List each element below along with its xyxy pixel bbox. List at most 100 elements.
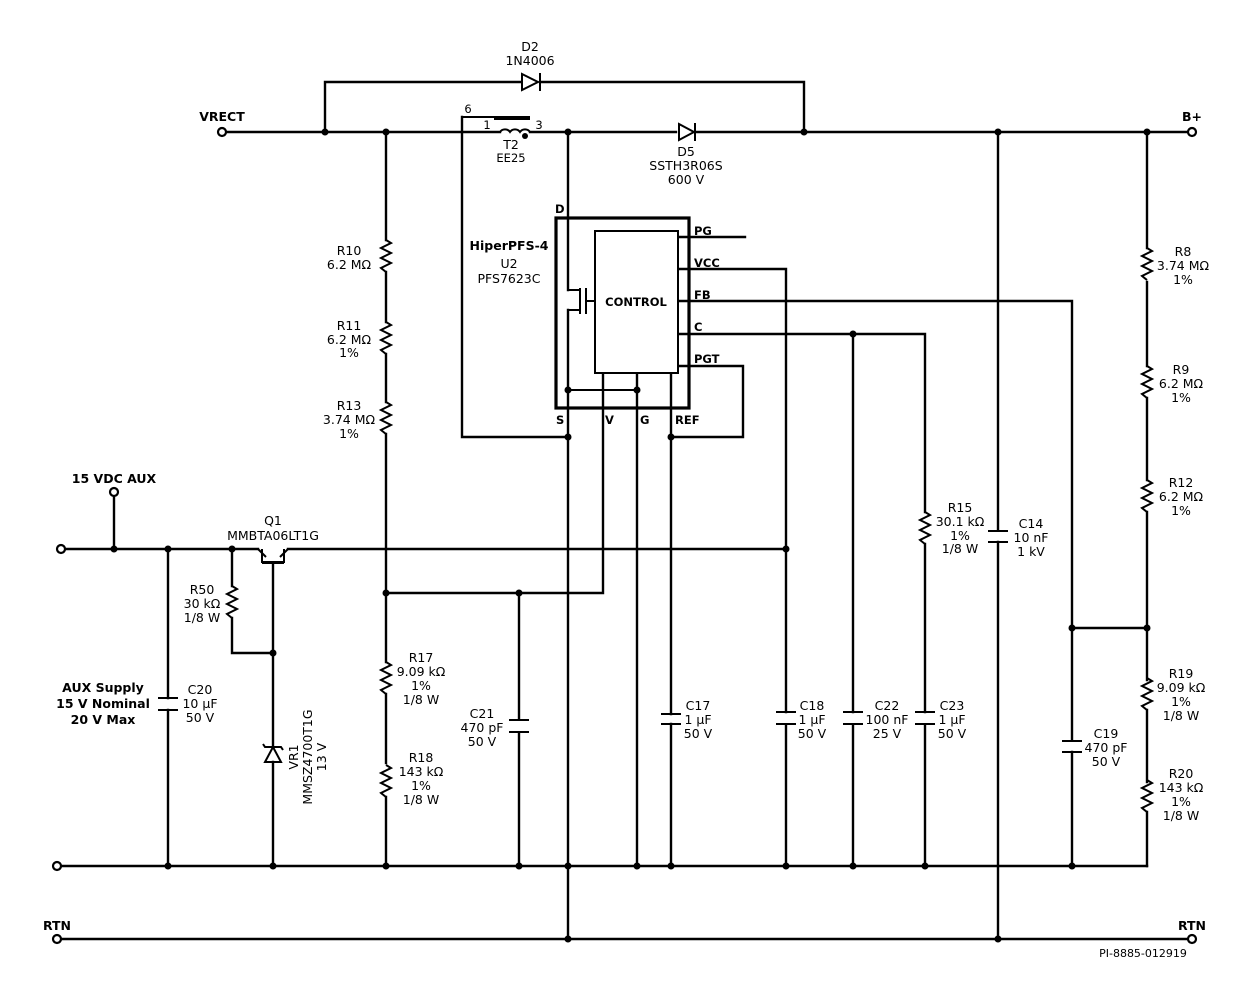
u2-pin-c: C [694, 320, 702, 334]
c21-ref: C21 [470, 706, 495, 721]
r17-ref: R17 [409, 650, 434, 665]
r50-ref: R50 [190, 582, 215, 597]
c21-rating: 50 V [468, 734, 497, 749]
r15-value: 30.1 kΩ [936, 514, 985, 529]
r17-tol: 1% [411, 678, 431, 693]
r8-value: 3.74 MΩ [1157, 258, 1210, 273]
r13-tol: 1% [339, 426, 359, 441]
u2-part: PFS7623C [478, 271, 541, 286]
r10-ref: R10 [337, 243, 362, 258]
u2-pin-d: D [555, 202, 565, 216]
u2-pin-ref: REF [675, 413, 700, 427]
q1-part: MMBTA06LT1G [227, 528, 319, 543]
d5-rating: 600 V [668, 172, 705, 187]
u2-pin-pg: PG [694, 224, 712, 238]
c14-rating: 1 kV [1017, 544, 1045, 559]
c23-ref: C23 [940, 698, 965, 713]
rtn-right-terminal [1186, 933, 1198, 945]
r9-tol: 1% [1171, 390, 1191, 405]
c17-rating: 50 V [684, 726, 713, 741]
r15-power: 1/8 W [942, 541, 978, 556]
r50-value: 30 kΩ [184, 596, 221, 611]
d5-value: SSTH3R06S [649, 158, 722, 173]
c22-rating: 25 V [873, 726, 902, 741]
junction-dots [110, 128, 1151, 943]
inductor-t2 [462, 116, 531, 139]
r8-ref: R8 [1175, 244, 1192, 259]
bplus-terminal [1186, 126, 1198, 138]
r12-ref: R12 [1169, 475, 1194, 490]
aux-terminal [108, 486, 120, 498]
bplus-label: B+ [1182, 109, 1202, 124]
c22-value: 100 nF [866, 712, 909, 727]
terminals [51, 126, 1198, 945]
r12-tol: 1% [1171, 503, 1191, 518]
r9-ref: R9 [1173, 362, 1190, 377]
u2-pin-vcc: VCC [694, 256, 720, 270]
c18-value: 1 µF [798, 712, 825, 727]
u2-ref: U2 [500, 256, 517, 271]
c22-ref: C22 [875, 698, 900, 713]
r20-tol: 1% [1171, 794, 1191, 809]
c14-value: 10 nF [1014, 530, 1049, 545]
c19-rating: 50 V [1092, 754, 1121, 769]
r13-ref: R13 [337, 398, 362, 413]
r19-value: 9.09 kΩ [1157, 680, 1206, 695]
t2-pin3: 3 [535, 118, 542, 132]
c18-rating: 50 V [798, 726, 827, 741]
vr1-part: MMSZ4700T1G [300, 709, 315, 804]
aux-input-terminal [55, 543, 67, 555]
c20-rating: 50 V [186, 710, 215, 725]
rtn-right-label: RTN [1178, 918, 1206, 933]
r11-tol: 1% [339, 345, 359, 360]
r18-value: 143 kΩ [399, 764, 444, 779]
c19-ref: C19 [1094, 726, 1119, 741]
d2-value: 1N4006 [505, 53, 554, 68]
r11-value: 6.2 MΩ [327, 332, 372, 347]
gnd-terminal [51, 860, 63, 872]
c17-value: 1 µF [684, 712, 711, 727]
d2-ref: D2 [521, 39, 539, 54]
r20-ref: R20 [1169, 766, 1194, 781]
vr1-labels: VR1 MMSZ4700T1G 13 V [286, 709, 329, 804]
u2-pin-v: V [605, 413, 614, 427]
r19-tol: 1% [1171, 694, 1191, 709]
c23-value: 1 µF [938, 712, 965, 727]
r19-power: 1/8 W [1163, 708, 1199, 723]
c20-ref: C20 [188, 682, 213, 697]
aux-supply-line3: 20 V Max [71, 712, 136, 727]
c19-value: 470 pF [1085, 740, 1128, 755]
r18-power: 1/8 W [403, 792, 439, 807]
zener-vr1 [262, 743, 284, 763]
r18-ref: R18 [409, 750, 434, 765]
capacitor-plates [158, 530, 1082, 753]
r18-tol: 1% [411, 778, 431, 793]
vrect-label: VRECT [199, 109, 245, 124]
t2-pin1: 1 [483, 118, 490, 132]
resistor-zigzags [224, 239, 1155, 813]
r20-value: 143 kΩ [1159, 780, 1204, 795]
rtn-left-label: RTN [43, 918, 71, 933]
q1-ref: Q1 [264, 513, 282, 528]
u2-pin-s: S [556, 413, 564, 427]
t2-ref: T2 [502, 137, 519, 152]
c21-value: 470 pF [461, 720, 504, 735]
r12-value: 6.2 MΩ [1159, 489, 1204, 504]
aux-supply-line2: 15 V Nominal [56, 696, 150, 711]
t2-value: EE25 [496, 151, 525, 165]
r11-ref: R11 [337, 318, 362, 333]
t2-pin6: 6 [464, 102, 471, 116]
r15-ref: R15 [948, 500, 973, 515]
r17-power: 1/8 W [403, 692, 439, 707]
c20-value: 10 µF [182, 696, 217, 711]
r15-tol: 1% [950, 528, 970, 543]
r20-power: 1/8 W [1163, 808, 1199, 823]
vrect-terminal [216, 126, 228, 138]
u2-pin-g: G [640, 413, 649, 427]
drawing-id: PI-8885-012919 [1099, 947, 1187, 960]
transistor-q1 [257, 548, 289, 564]
wires [55, 80, 1194, 941]
aux-input-label: 15 VDC AUX [72, 471, 157, 486]
rtn-left-terminal [51, 933, 63, 945]
